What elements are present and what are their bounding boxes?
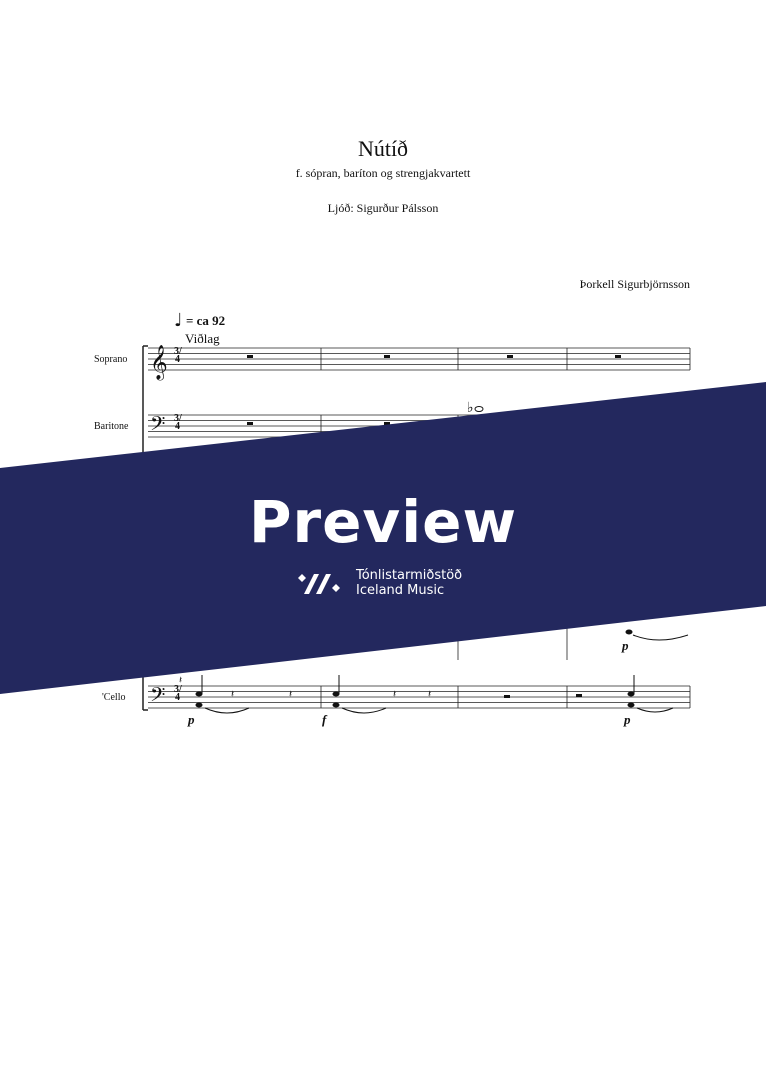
piece-title: Nútíð <box>357 136 409 161</box>
tempo-marking: = ca 92 <box>186 313 226 328</box>
bass-clef-cello: 𝄢 <box>150 683 165 711</box>
instrument-soprano: Soprano <box>94 354 128 365</box>
iceland-music-logo-icon <box>298 574 340 594</box>
brand-subname: Iceland Music <box>356 583 445 598</box>
time-signature-soprano: 3/4 <box>174 346 182 365</box>
dynamic-mark: p <box>624 712 631 727</box>
dynamic-mark: p <box>188 712 195 727</box>
svg-text:𝄽: 𝄽 <box>179 675 182 686</box>
svg-text:𝄽: 𝄽 <box>231 689 234 700</box>
lyricist: Ljóð: Sigurður Pálsson <box>327 201 439 215</box>
time-signature-cello: 3/4 <box>174 684 182 703</box>
cello-staff <box>148 620 691 709</box>
svg-text:𝄽: 𝄽 <box>428 689 431 700</box>
section-label: Viðlag <box>185 331 220 346</box>
svg-text:♭: ♭ <box>467 400 474 416</box>
instrument-baritone: Baritone <box>94 421 129 432</box>
quarter-note-icon: ♩ <box>174 310 183 331</box>
soprano-staff <box>148 347 691 371</box>
preview-watermark: Preview <box>248 488 518 556</box>
brand-name: Tónlistarmiðstöð <box>356 568 463 583</box>
time-signature-baritone: 3/4 <box>174 413 182 432</box>
iceland-music-logo: Tónlistarmiðstöð Iceland Music <box>294 568 462 598</box>
treble-clef: 𝄞 <box>150 345 168 381</box>
dynamic-mark: f <box>322 712 327 727</box>
dynamic-mark: p <box>622 638 629 653</box>
instrument-cello: 'Cello <box>102 692 126 703</box>
svg-text:𝄽: 𝄽 <box>289 689 292 700</box>
piece-subtitle: f. sópran, baríton og strengjakvartett <box>295 166 471 180</box>
svg-text:𝄽: 𝄽 <box>393 689 396 700</box>
bass-clef-baritone: 𝄢 <box>150 412 165 440</box>
composer: Þorkell Sigurbjörnsson <box>579 277 690 291</box>
